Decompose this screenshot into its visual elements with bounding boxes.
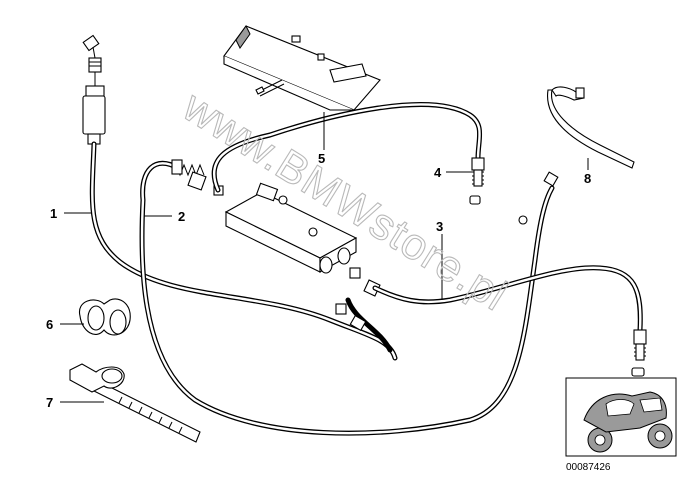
- callout-5: 5: [318, 151, 325, 166]
- leader-lines: [60, 112, 589, 403]
- cable-tie-part-7[interactable]: [69, 363, 201, 443]
- callout-8: 8: [584, 171, 591, 186]
- strap-part-8[interactable]: [547, 86, 635, 169]
- control-unit-part-5[interactable]: [224, 182, 361, 279]
- watermark-text: www.BMWstore.pl: [174, 81, 516, 320]
- callout-1: 1: [50, 206, 57, 221]
- callout-6: 6: [46, 317, 53, 332]
- callout-4: 4: [434, 165, 442, 180]
- callout-2: 2: [178, 209, 185, 224]
- cable-part-2[interactable]: [139, 159, 559, 436]
- callout-3: 3: [436, 219, 443, 234]
- clip-part-6[interactable]: [79, 298, 131, 336]
- diagram-code: 00087426: [566, 462, 611, 473]
- callout-7: 7: [46, 395, 53, 410]
- cable-part-3[interactable]: [335, 265, 647, 377]
- cable-part-4[interactable]: [211, 102, 485, 205]
- motorcycle-thumbnail: 00087426: [565, 377, 677, 473]
- cable-part-1[interactable]: [82, 34, 398, 361]
- motorcycle-icon: [583, 391, 673, 453]
- mounting-bracket: [223, 25, 381, 111]
